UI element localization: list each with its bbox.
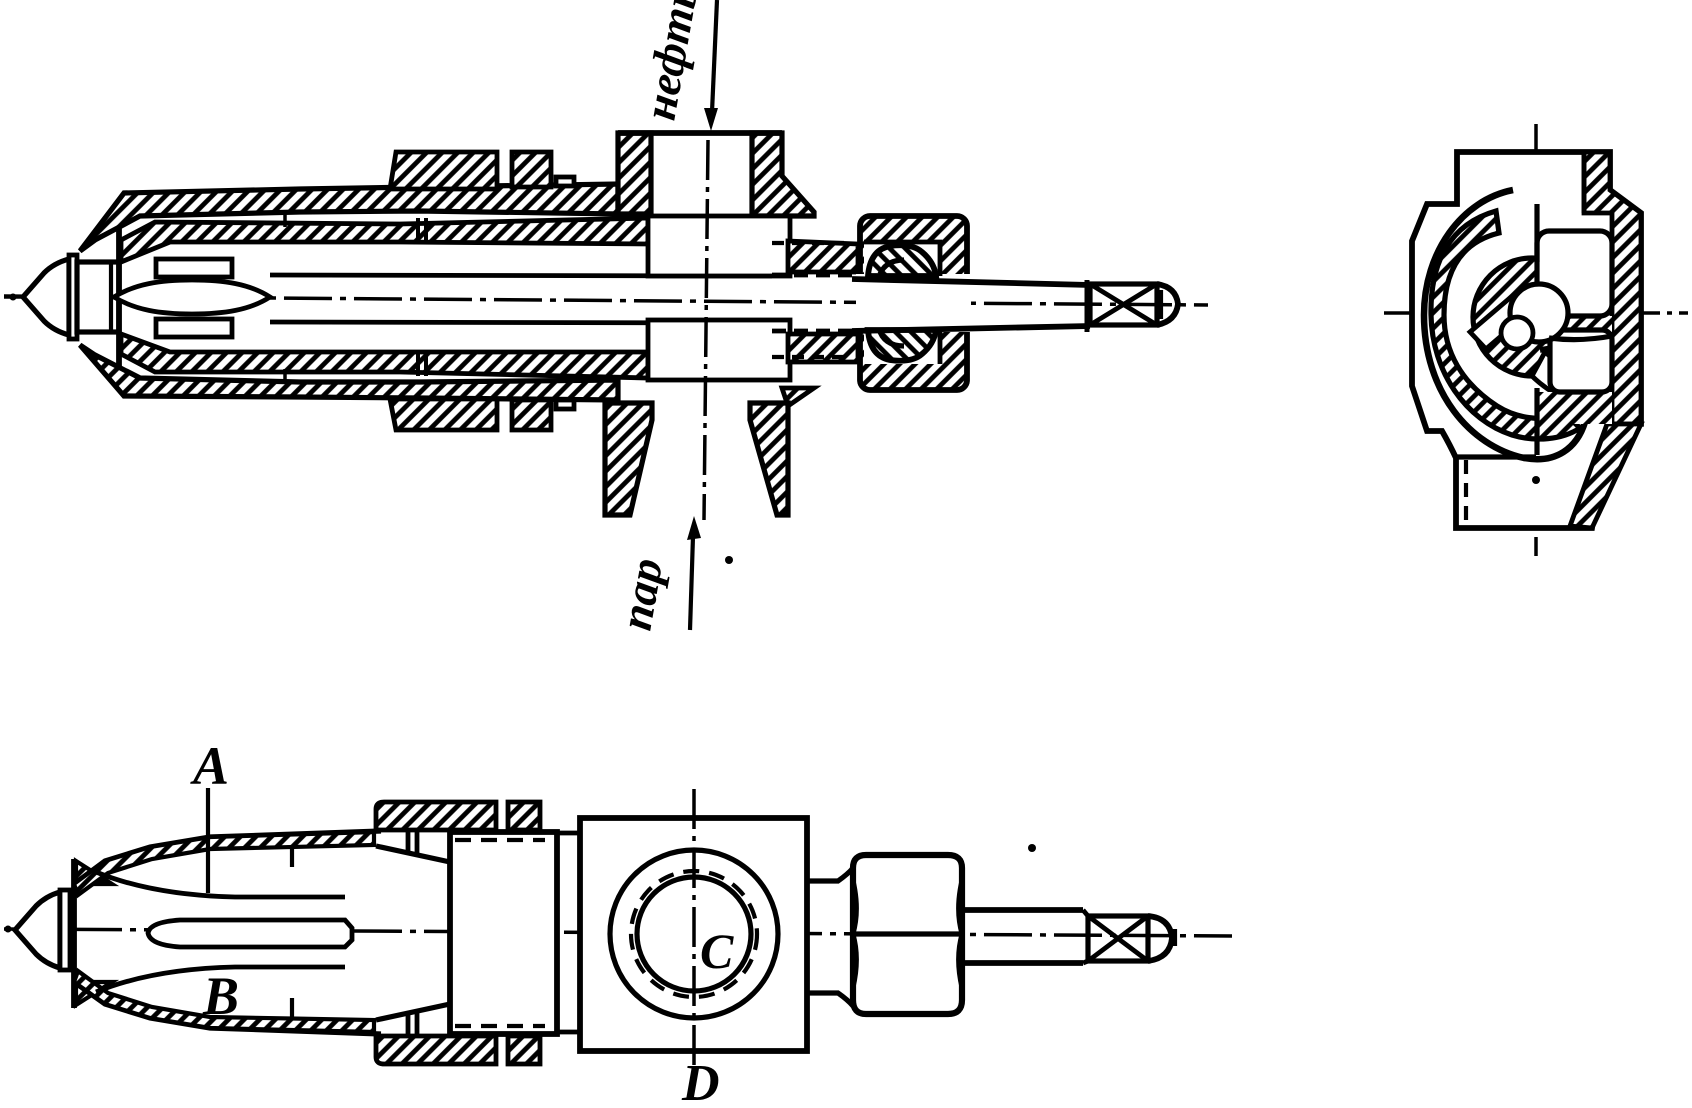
- svg-text:C: C: [700, 923, 734, 979]
- svg-text:пар: пар: [610, 554, 673, 633]
- svg-text:D: D: [681, 1055, 720, 1108]
- svg-text:B: B: [202, 966, 239, 1026]
- svg-text:A: A: [190, 736, 229, 796]
